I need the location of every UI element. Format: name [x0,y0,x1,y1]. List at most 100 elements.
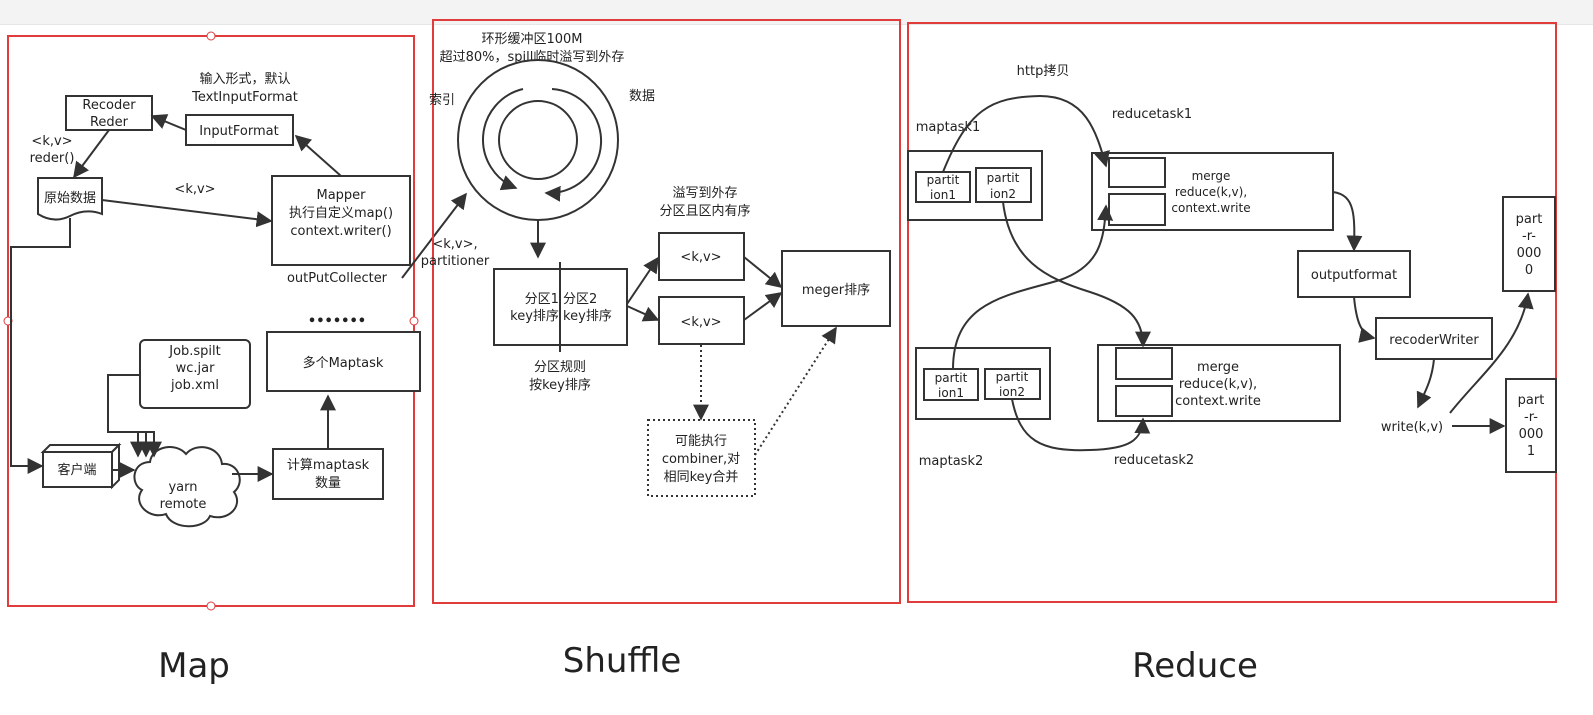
partition-line2: key排序 key排序 [510,309,612,324]
rt1-merge-line2: reduce(k,v), [1175,185,1247,199]
mt1-p1-line2: ion1 [930,188,956,202]
outputformat-label: outputformat [1311,268,1397,283]
reducetask1-label: reducetask1 [1112,107,1192,122]
map-frame-handle-right[interactable] [409,316,419,326]
reducetask2-slot1[interactable] [1115,347,1173,380]
part-r-0001-box[interactable] [1505,378,1557,473]
input-format-box[interactable] [185,114,294,146]
kv-spill-label-2: <k,v> [680,315,721,330]
reduce-arrows [942,94,1534,452]
kv-partitioner-line1: <k,v>, [432,237,477,252]
recoder-writer-label: recoderWriter [1389,333,1479,348]
part1-line1: part [1518,393,1545,408]
spill-note-line2: 分区且区内有序 [659,203,750,219]
compute-line1: 计算maptask [287,458,370,473]
merge-sort-box[interactable] [781,250,891,327]
ring-buffer[interactable] [457,59,619,221]
reducetask1-slot2[interactable] [1108,193,1166,226]
compute-maptask-box[interactable] [272,448,384,500]
map-kv-label: <k,v> [174,182,215,197]
recoder-writer-box[interactable] [1375,317,1493,360]
index-label: 索引 [429,93,455,108]
mapper-line2: 执行自定义map() [289,206,393,221]
maptask2-label: maptask2 [919,454,984,469]
combiner-line3: 相同key合并 [664,470,739,485]
partition-rule-line2: 按key排序 [529,378,591,393]
rt1-merge-line3: context.write [1171,201,1250,215]
rt2-merge-line1: merge [1197,360,1239,375]
client-label: 客户端 [57,462,96,478]
partition-line1: 分区1 分区2 [525,292,598,307]
map-frame-handle-bottom[interactable] [206,601,216,611]
rt2-merge-line2: reduce(k,v), [1179,377,1257,392]
kv-spill-label-1: <k,v> [680,250,721,265]
mt2-p1-line2: ion1 [938,386,964,400]
input-format-label: InputFormat [199,124,278,139]
more-dots: ••••••• [308,314,366,329]
maptask1-partition1[interactable] [915,171,971,203]
reduce-frame [907,22,1557,603]
combiner-line1: 可能执行 [675,434,727,449]
input-note-line2: TextInputFormat [191,90,298,105]
part1-line3: 000 [1519,427,1544,442]
part0-line1: part [1516,212,1543,227]
compute-line2: 数量 [315,476,341,491]
job-files-line1: Job.spilt [168,344,221,359]
raw-data-label: 原始数据 [44,191,96,206]
part-r-0000-box[interactable] [1502,196,1556,292]
shuffle-frame [432,19,901,604]
yarn-line2: remote [160,497,207,512]
job-files-line2: wc.jar [176,361,215,376]
combiner-line2: combiner,对 [662,452,740,467]
data-label: 数据 [629,89,655,104]
part1-line4: 1 [1527,444,1535,459]
yarn-cloud[interactable] [133,446,241,528]
section-title-map: Map [158,646,230,686]
section-title-reduce: Reduce [1132,646,1258,686]
part0-line2: -r- [1522,229,1536,244]
section-title-shuffle: Shuffle [563,641,681,681]
http-copy-label: http拷贝 [1017,64,1070,79]
outputformat-box[interactable] [1297,250,1411,298]
shuffle-arrows [530,220,837,456]
rt1-merge-line1: merge [1192,169,1231,183]
map-frame-handle-top[interactable] [206,31,216,41]
reducetask1-slot1[interactable] [1108,157,1166,188]
input-note-line1: 输入形式，默认 [199,71,290,87]
kv-spill-box-2[interactable] [658,296,745,345]
mapper-line3: context.writer() [290,224,391,239]
recoder-reader-line1: Recoder [82,98,136,113]
mt2-p2-line1: partit [996,370,1029,384]
spill-note-line1: 溢写到外存 [672,186,737,201]
client-box[interactable] [40,442,122,490]
combiner-box[interactable] [647,419,756,497]
kv-reder-line1: <k,v> [31,134,72,149]
mt1-p2-line1: partit [987,171,1020,185]
map-arrows [10,114,467,482]
buffer-title-line1: 环形缓冲区100M [481,32,582,47]
mt1-p2-line2: ion2 [990,187,1016,201]
reducetask2-label: reducetask2 [1114,453,1194,468]
output-collector-label: outPutCollecter [287,271,388,286]
raw-data-document[interactable] [37,177,103,221]
mt2-p2-line2: ion2 [999,385,1025,399]
maptask2-partition1[interactable] [923,368,979,401]
rt2-merge-line3: context.write [1175,394,1261,409]
write-label: write(k,v) [1381,420,1443,435]
kv-reder-line2: reder() [30,151,75,166]
kv-spill-box-1[interactable] [658,232,745,281]
part0-line3: 000 [1517,246,1542,261]
yarn-line1: yarn [168,480,197,495]
reducetask2-slot2[interactable] [1115,385,1173,417]
buffer-title-line2: 超过80%，spill临时溢写到外存 [440,50,625,65]
recoder-reader-line2: Reder [90,115,129,130]
mapper-line1: Mapper [316,188,366,203]
multi-maptask-label: 多个Maptask [303,355,384,371]
job-files-line3: job.xml [170,378,219,393]
multi-maptask-box[interactable] [266,331,421,392]
recoder-reader-box[interactable] [65,95,153,131]
mt1-p1-line1: partit [927,173,960,187]
mt2-p1-line1: partit [935,371,968,385]
partition-rule-line1: 分区规则 [534,360,586,375]
